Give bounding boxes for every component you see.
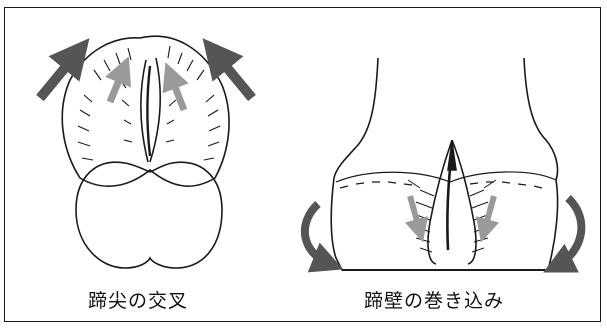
caption-wall-curling: 蹄壁の巻き込み	[364, 286, 504, 313]
hoof-outline	[62, 36, 229, 186]
curled-wall-drawing	[331, 58, 557, 270]
crossed-hoof-drawing	[62, 36, 229, 268]
heel-bulb	[76, 162, 222, 268]
inward-arrow-left	[110, 68, 124, 102]
curl-arrow-right	[556, 198, 581, 266]
caption-crossed-tips: 蹄尖の交叉	[88, 286, 188, 313]
outward-arrow-right	[214, 52, 252, 98]
hoof-front-outline	[331, 178, 557, 270]
curl-arrow-left	[305, 204, 330, 264]
inward-arrow-right	[170, 74, 184, 110]
